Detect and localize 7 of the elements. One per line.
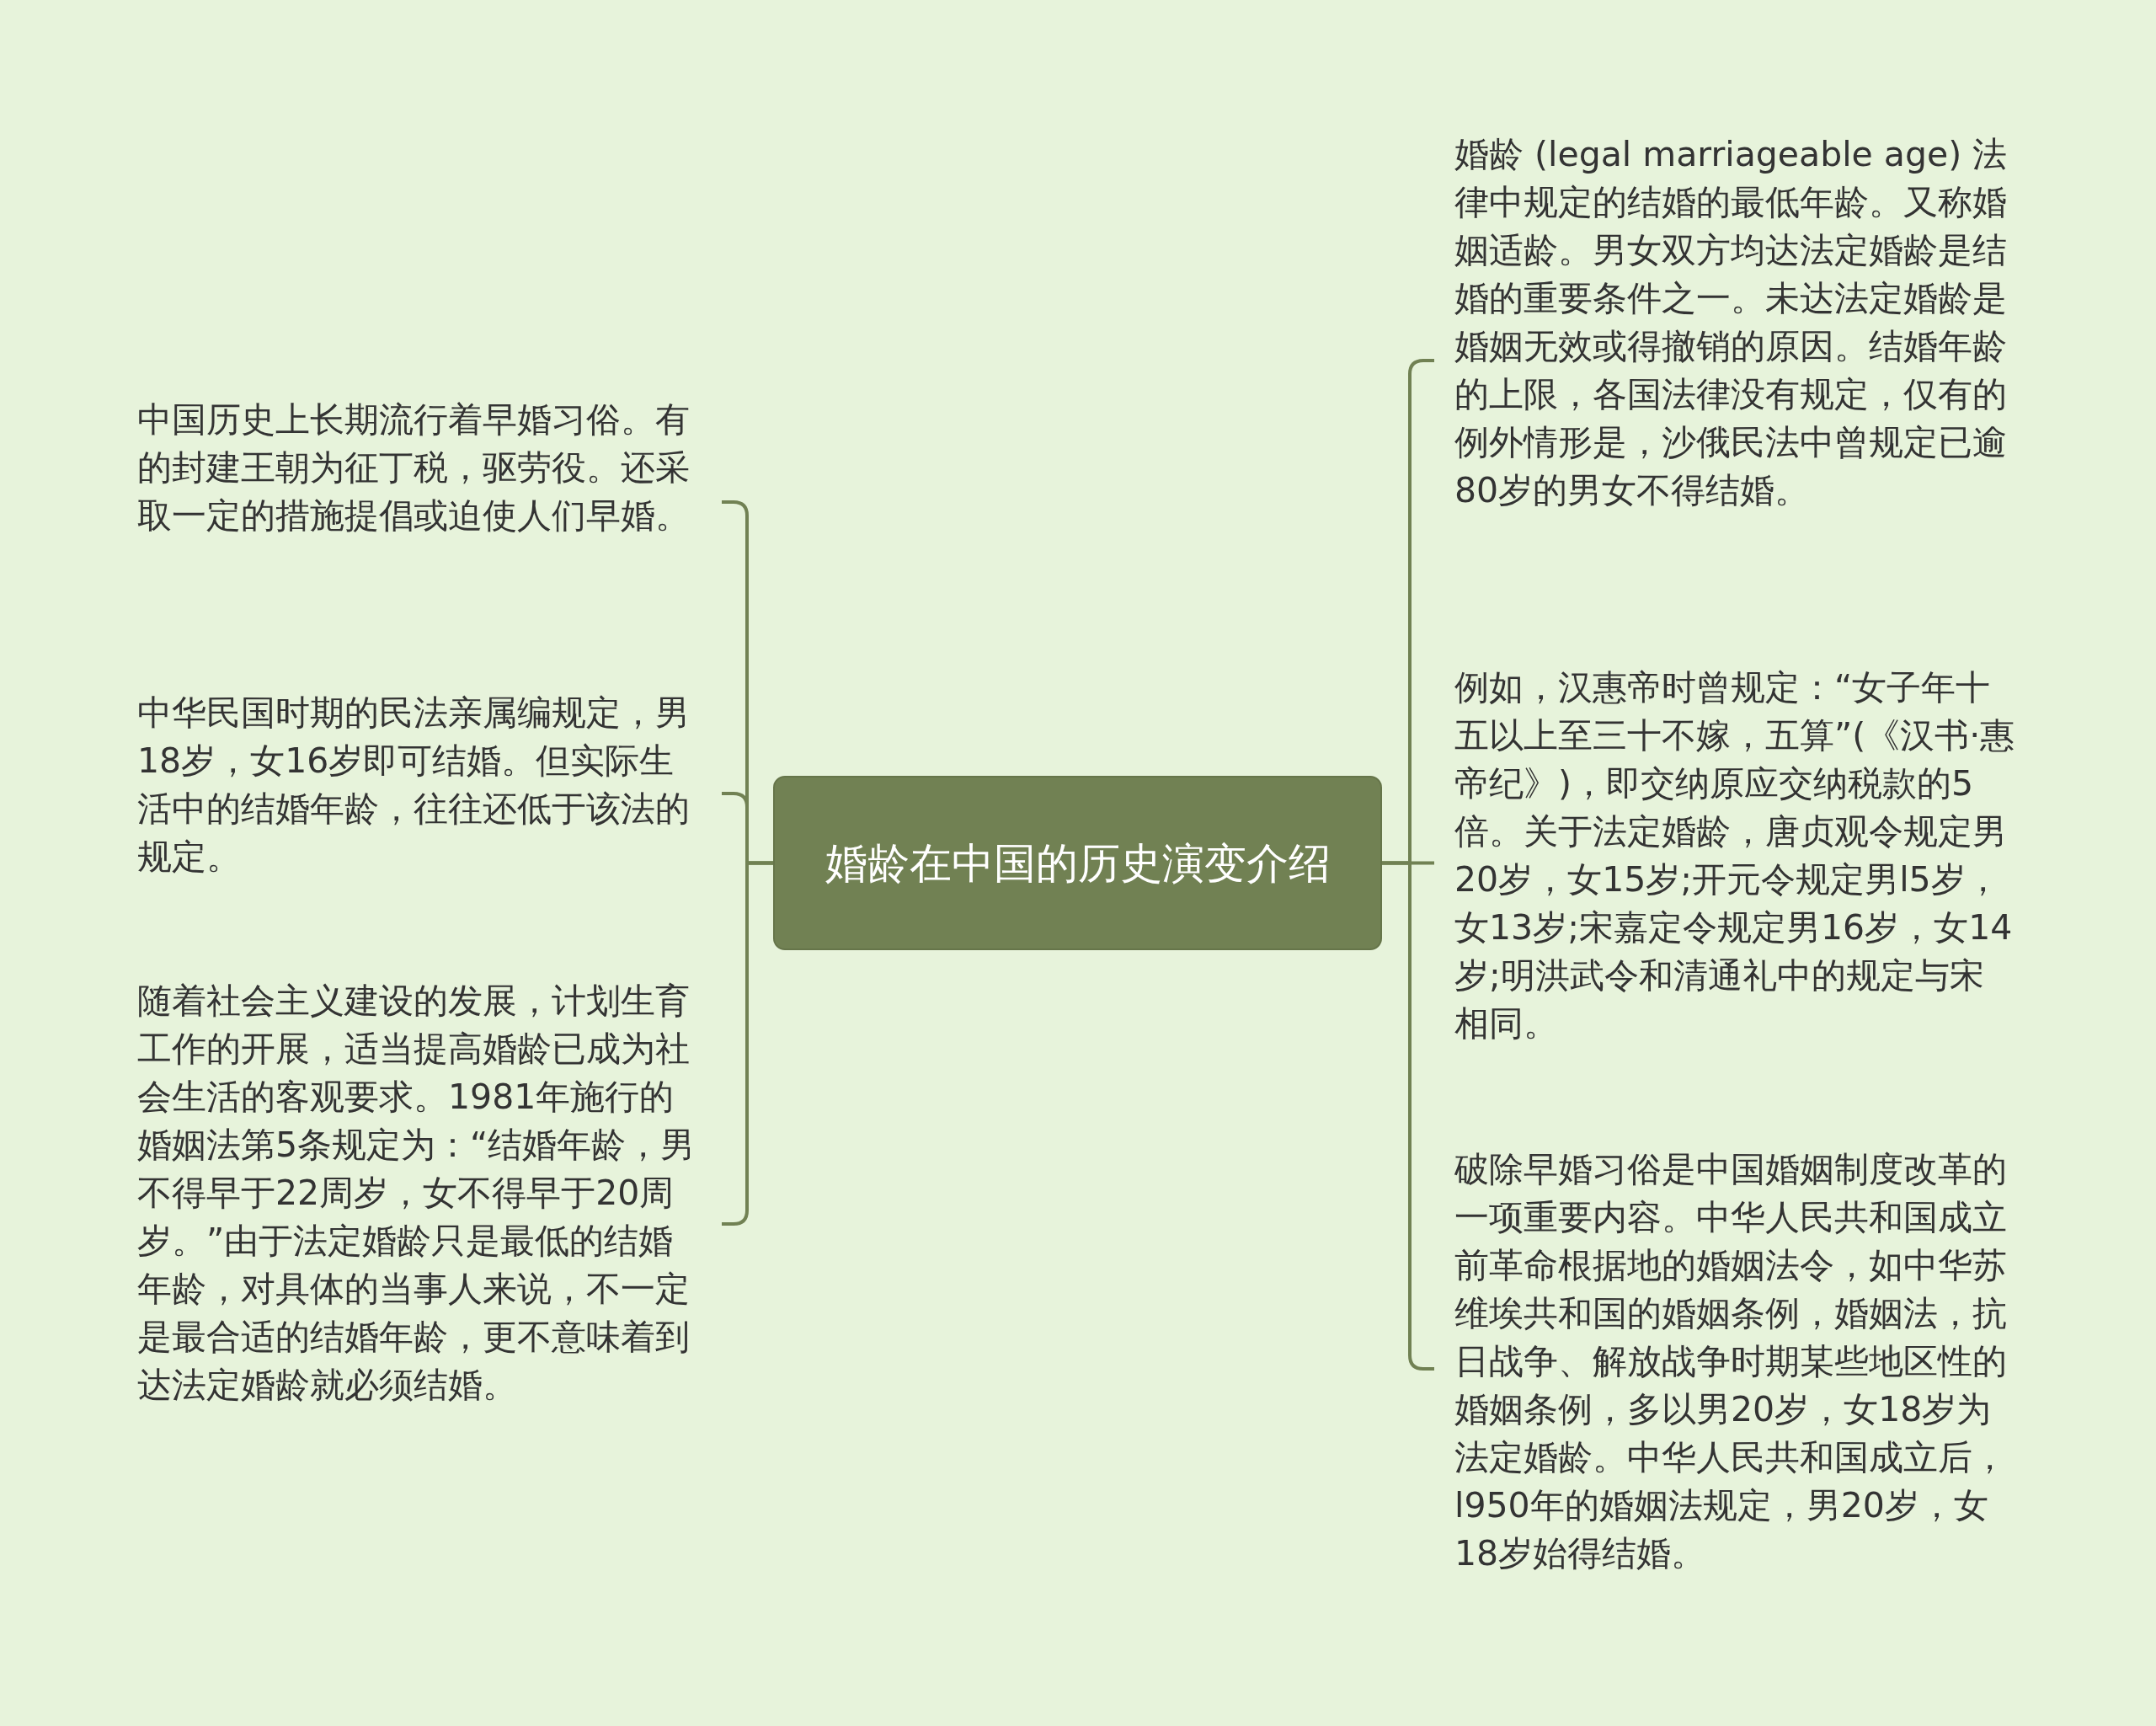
topic-text: 随着社会主义建设的发展，计划生育工作的开展，适当提高婚龄已成为社会生活的客观要求。1981年施行的婚姻法第5条规定为：“结婚年龄，男不得早于22周岁，女不得早于20周岁。”由于法定婚龄只是最低的结婚年龄，对具体的当事人来说，不一定是最合适的结婚年龄，更不意味着到达法定婚龄就必须结婚。 (126, 977, 722, 1409)
central-topic-box: 婚龄在中国的历史演变介绍 (773, 776, 1382, 950)
topic-text: 中华民国时期的民法亲属编规定，男18岁，女16岁即可结婚。但实际生活中的结婚年龄，往往还低于该法的规定。 (126, 689, 722, 881)
topic-text: 破除早婚习俗是中国婚姻制度改革的一项重要内容。中华人民共和国成立前革命根据地的婚姻法令，如中华苏维埃共和国的婚姻条例，婚姻法，抗日战争、解放战争时期某些地区性的婚姻条例，多以男20岁，女18岁为法定婚龄。中华人民共和国成立后，l950年的婚姻法规定，男20岁，女18岁始得结婚。 (1434, 1146, 2024, 1578)
topic-text: 中国历史上长期流行着早婚习俗。有的封建王朝为征丁税，驱劳役。还采取一定的措施提倡或迫使人们早婚。 (126, 396, 722, 540)
topic-text: 婚龄 (legal marriageable age) 法律中规定的结婚的最低年龄。又称婚姻适龄。男女双方均达法定婚龄是结婚的重要条件之一。未达法定婚龄是婚姻无效或得撤销的原因。结婚年龄的上限，各国法律没有规定，仅有的例外情形是，沙俄民法中曾规定已逾80岁的男女不得结婚。 (1434, 131, 2024, 515)
topic-text: 例如，汉惠帝时曾规定：“女子年十五以上至三十不嫁，五算”(《汉书·惠帝纪》)，即交纳原应交纳税款的5倍。关于法定婚龄，唐贞观令规定男20岁，女15岁;开元令规定男l5岁，女13岁;宋嘉定令规定男16岁，女14岁;明洪武令和清通礼中的规定与宋相同。 (1434, 664, 2024, 1048)
